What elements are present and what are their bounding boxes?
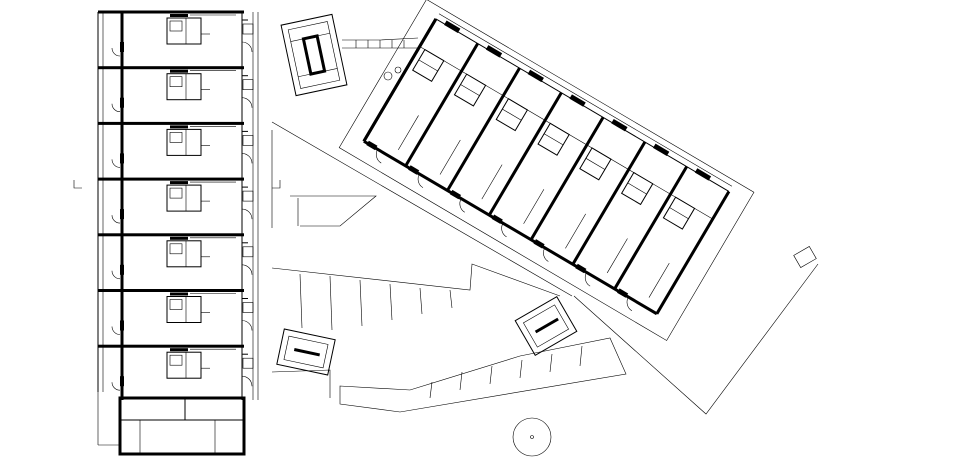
stair-core-east (514, 295, 578, 357)
west-unit (98, 289, 254, 335)
west-unit (98, 233, 254, 280)
west-unit (98, 66, 254, 112)
west-unit (98, 10, 254, 57)
diagonal-unit (571, 141, 670, 287)
west-units-group (98, 10, 254, 391)
diagonal-unit (446, 67, 544, 213)
west-unit (98, 177, 254, 224)
diagonal-unit (529, 116, 628, 262)
west-unit (98, 344, 254, 391)
diagonal-unit (362, 18, 461, 164)
stair-core-north (280, 13, 348, 97)
diagonal-unit (613, 165, 712, 312)
diagonal-units-group (362, 18, 712, 312)
diagonal-unit (404, 42, 503, 188)
diagonal-unit (487, 91, 586, 238)
west-building-block (73, 10, 281, 456)
site-lines (271, 37, 819, 457)
diagonal-building-block (338, 0, 755, 341)
west-unit (98, 121, 254, 168)
stair-core-south (276, 328, 336, 376)
